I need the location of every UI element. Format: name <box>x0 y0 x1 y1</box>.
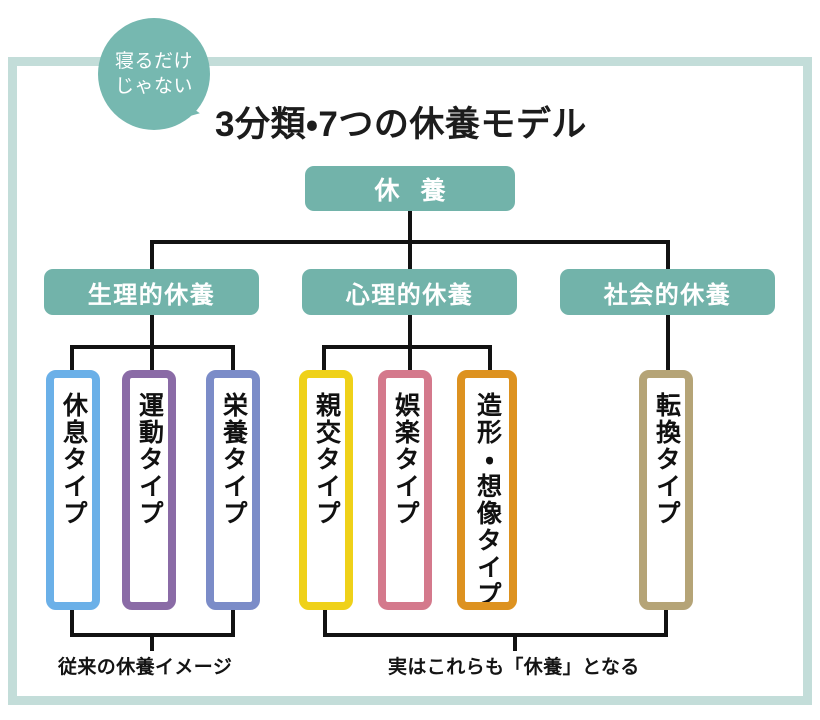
connector-to-category-3 <box>666 240 670 271</box>
node-root-rest: 休 養 <box>305 166 515 211</box>
node-type-social-bonding: 親交タイプ <box>299 370 353 610</box>
connector-to-category-1 <box>150 240 154 271</box>
node-type-nutrition: 栄養タイプ <box>206 370 260 610</box>
decorative-frame <box>8 57 812 705</box>
node-type-social-bonding-label: 親交タイプ <box>312 392 341 527</box>
connector-cat1-to-type1 <box>70 345 74 371</box>
bracket-left-tick-1 <box>70 610 74 636</box>
connector-cat3-to-type7 <box>666 315 670 371</box>
speech-bubble-text: 寝るだけ じゃない <box>98 18 210 130</box>
node-type-rest: 休息タイプ <box>46 370 100 610</box>
node-type-nutrition-label: 栄養タイプ <box>219 392 248 527</box>
node-type-transition-label: 転換タイプ <box>652 392 681 527</box>
node-type-transition: 転換タイプ <box>639 370 693 610</box>
bracket-left-tick-2 <box>231 610 235 636</box>
node-type-creative-imagination-label: 造形・想像タイプ <box>473 392 502 608</box>
node-type-entertainment: 娯楽タイプ <box>378 370 432 610</box>
caption-traditional-rest-image: 従来の休養イメージ <box>58 657 233 678</box>
node-type-exercise: 運動タイプ <box>122 370 176 610</box>
node-category-physiological: 生理的休養 <box>44 269 259 315</box>
connector-cat2-to-type4 <box>322 345 326 371</box>
bracket-right-stem <box>513 633 517 651</box>
connector-cat1-stem <box>150 315 154 370</box>
connector-cat1-to-type3 <box>231 345 235 371</box>
bracket-left-stem <box>150 633 154 651</box>
bracket-right-tick-2 <box>664 610 668 636</box>
connector-cat2-stem <box>408 315 412 370</box>
bracket-right-bar <box>323 633 668 637</box>
node-category-social: 社会的休養 <box>560 269 775 315</box>
connector-categories-bar <box>150 240 670 244</box>
bracket-right-tick-1 <box>323 610 327 636</box>
node-type-rest-label: 休息タイプ <box>59 392 88 527</box>
page-title: 3分類・7つの休養モデル <box>215 105 587 144</box>
node-type-creative-imagination: 造形・想像タイプ <box>457 370 517 610</box>
connector-cat2-bar <box>322 345 492 349</box>
node-category-psychological: 心理的休養 <box>302 269 517 315</box>
speech-bubble: 寝るだけ じゃない <box>98 18 210 130</box>
speech-bubble-line-1: 寝るだけ <box>114 50 193 72</box>
speech-bubble-line-2: じゃない <box>114 76 193 97</box>
connector-cat1-bar <box>70 345 235 349</box>
caption-these-are-also-rest: 実はこれらも「休養」となる <box>388 657 640 678</box>
node-type-exercise-label: 運動タイプ <box>135 392 164 527</box>
connector-cat2-to-type6 <box>488 345 492 371</box>
node-type-entertainment-label: 娯楽タイプ <box>391 392 420 527</box>
